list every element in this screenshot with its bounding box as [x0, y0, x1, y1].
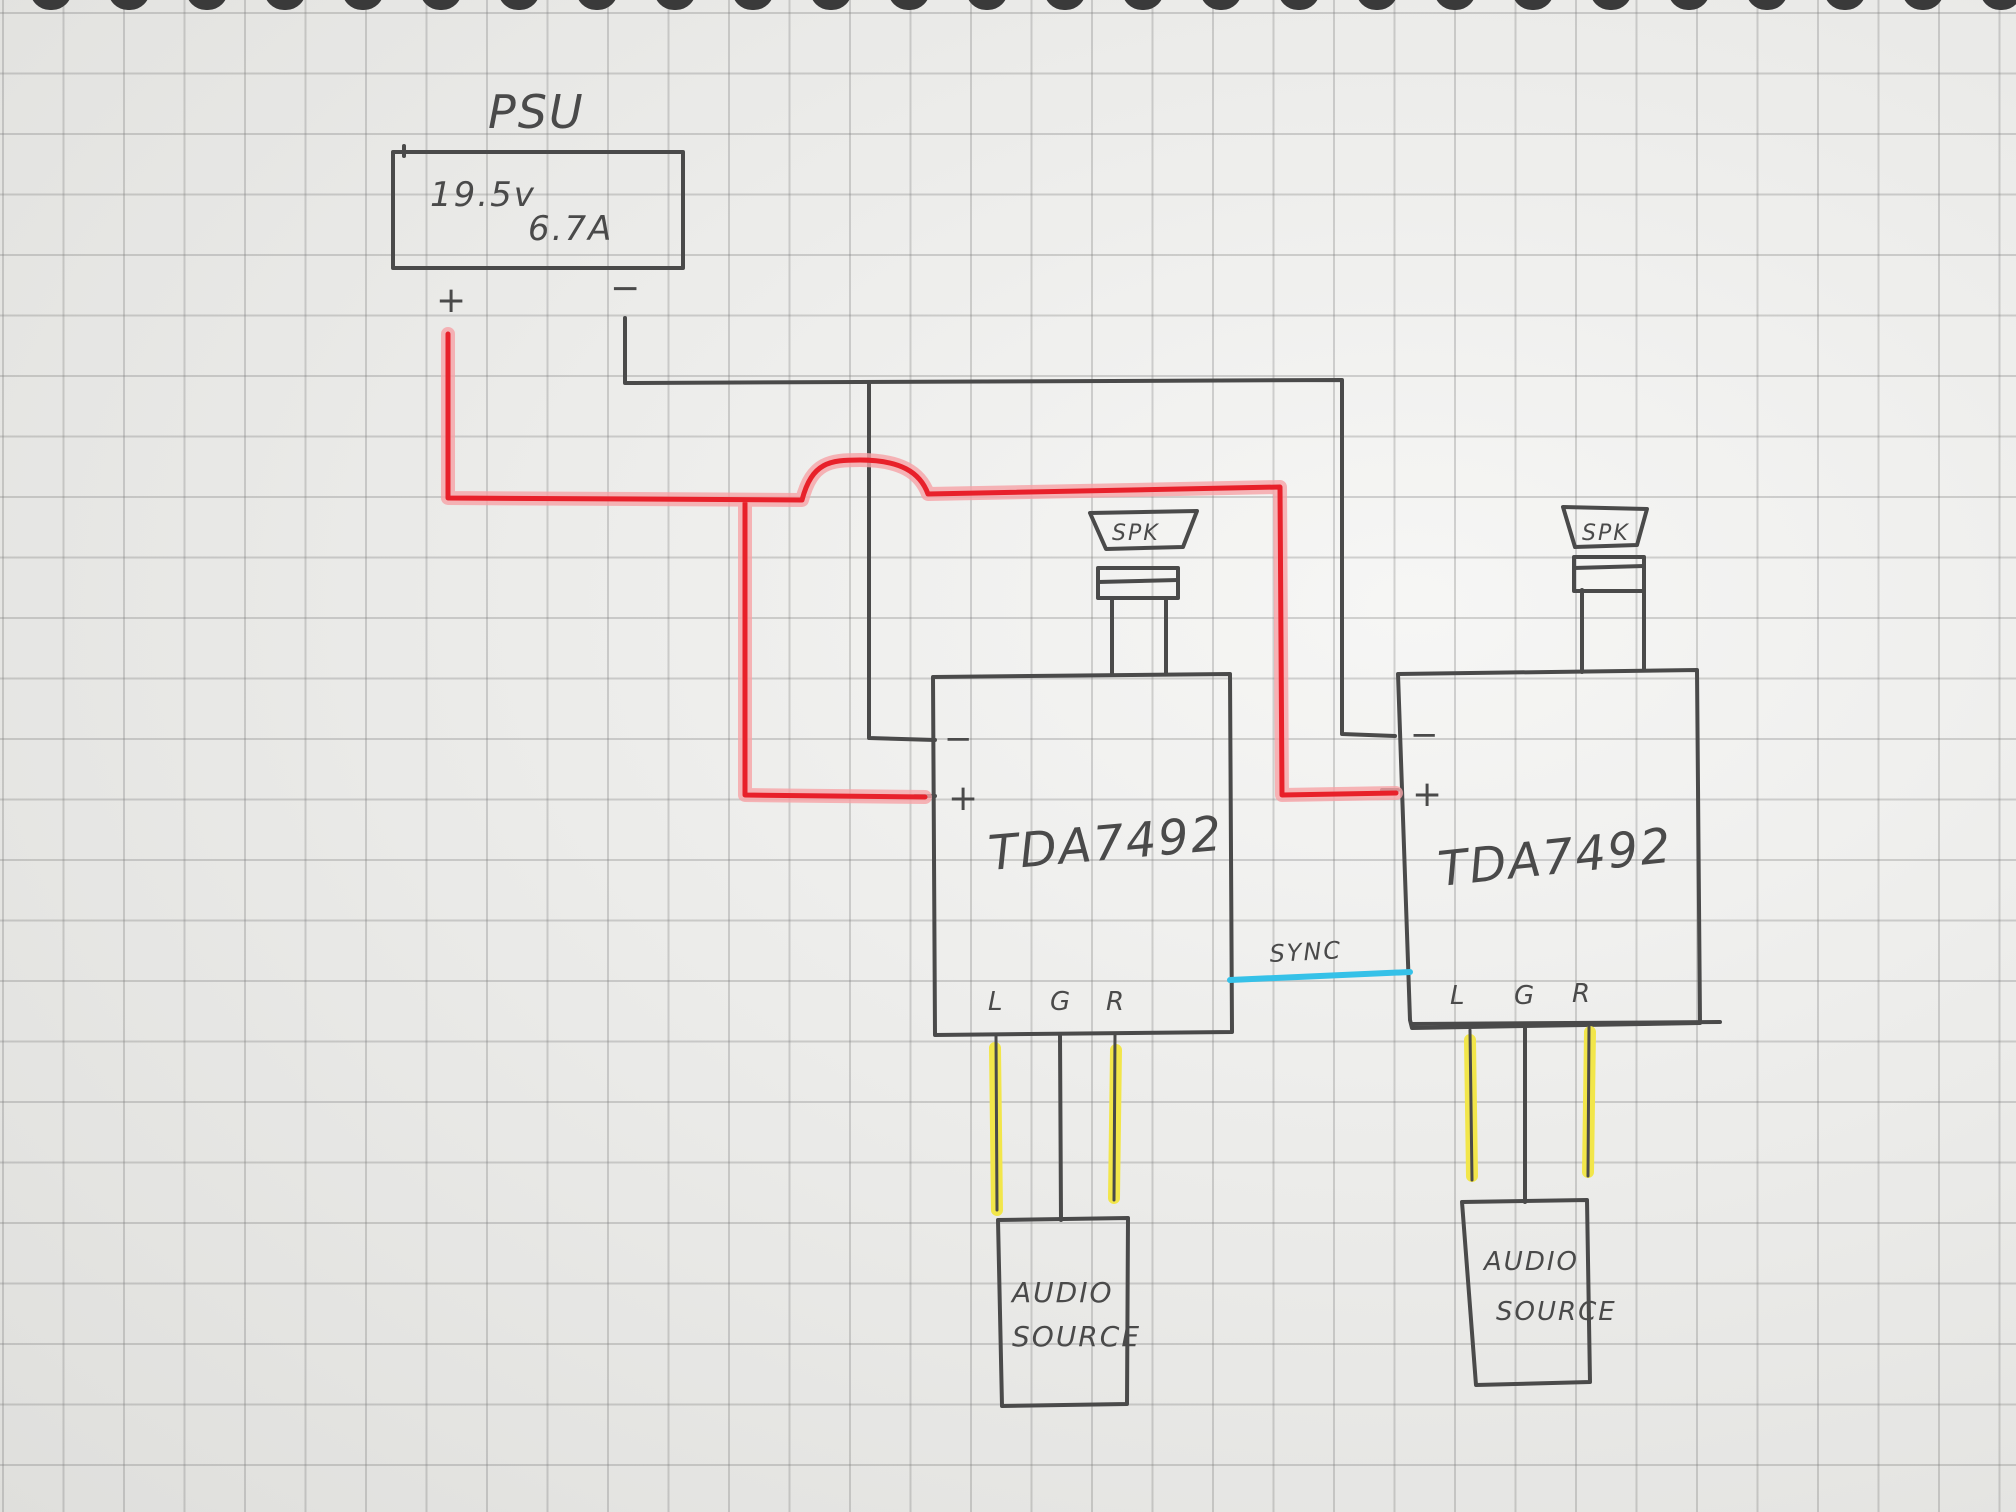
binding-ring	[420, 0, 462, 10]
amp2-pin-r: R	[1572, 979, 1592, 1009]
amp1-plus-terminal: +	[948, 778, 980, 819]
amp1-pin-r: R	[1106, 987, 1126, 1017]
ground-wire-main	[623, 316, 1397, 738]
amp2-source-line2: SOURCE	[1496, 1297, 1617, 1327]
binding-ring	[186, 0, 228, 10]
amp2-pin-l: L	[1450, 981, 1467, 1011]
binding-ring	[1044, 0, 1086, 10]
binding-ring	[576, 0, 618, 10]
psu-voltage: 19.5v	[430, 175, 536, 215]
binding-ring	[966, 0, 1008, 10]
amp2-label: TDA7492	[1435, 818, 1675, 898]
audio-source-1-box	[996, 1216, 1130, 1408]
binding-ring	[888, 0, 930, 10]
binding-ring	[810, 0, 852, 10]
binding-ring	[264, 0, 306, 10]
binding-ring	[654, 0, 696, 10]
sync-wire	[1227, 969, 1413, 983]
amp1-speaker-label: SPK	[1112, 521, 1160, 546]
binding-ring	[1122, 0, 1164, 10]
binding-ring	[342, 0, 384, 10]
binding-ring	[1434, 0, 1476, 10]
psu-title: PSU	[488, 85, 585, 139]
amp2-board	[1396, 668, 1702, 1030]
amp1-minus-terminal: −	[944, 719, 975, 759]
binding-ring	[1980, 0, 2016, 10]
amp2-plus-terminal: +	[1412, 774, 1444, 815]
binding-ring	[30, 0, 72, 10]
binding-ring	[1746, 0, 1788, 10]
amp2-speaker-label: SPK	[1582, 521, 1630, 546]
psu-box	[391, 150, 685, 270]
binding-ring	[498, 0, 540, 10]
amp1-audio-lines	[989, 1032, 1122, 1216]
psu-minus-terminal: −	[610, 268, 642, 309]
binding-ring	[1902, 0, 1944, 10]
sync-label: SYNC	[1269, 936, 1343, 968]
positive-wire-glow	[441, 327, 1403, 804]
amp2-minus-terminal: −	[1410, 715, 1441, 755]
amp1-ground-audio-line	[1058, 1033, 1063, 1222]
binding-ring	[1668, 0, 1710, 10]
positive-wire	[445, 331, 1399, 800]
binding-ring	[732, 0, 774, 10]
binding-ring	[1356, 0, 1398, 10]
amp1-source-line1: AUDIO	[1010, 1276, 1114, 1309]
amp2-pin-g: G	[1514, 981, 1536, 1011]
amp1-label: TDA7492	[986, 806, 1225, 882]
amp1-board	[931, 672, 1234, 1037]
amp2-audio-lines	[1464, 1024, 1596, 1182]
amp1-pin-g: G	[1050, 987, 1072, 1017]
binding-ring	[1200, 0, 1242, 10]
speaker-2-icon	[1561, 505, 1649, 674]
amp1-source-line2: SOURCE	[1012, 1320, 1141, 1353]
binding-ring	[1824, 0, 1866, 10]
amp2-bottom-edge	[1410, 1020, 1722, 1026]
psu-plus-terminal: +	[436, 280, 468, 321]
notebook-binding	[0, 0, 2016, 14]
binding-ring	[108, 0, 150, 10]
psu-current: 6.7A	[528, 209, 613, 249]
audio-source-2-box	[1460, 1198, 1592, 1387]
ground-wire-amp1	[867, 380, 937, 742]
binding-ring	[1590, 0, 1632, 10]
binding-ring	[1512, 0, 1554, 10]
amp2-source-line1: AUDIO	[1482, 1247, 1579, 1277]
speaker-1-icon	[1088, 509, 1199, 676]
binding-ring	[1278, 0, 1320, 10]
amp1-pin-l: L	[988, 987, 1005, 1017]
